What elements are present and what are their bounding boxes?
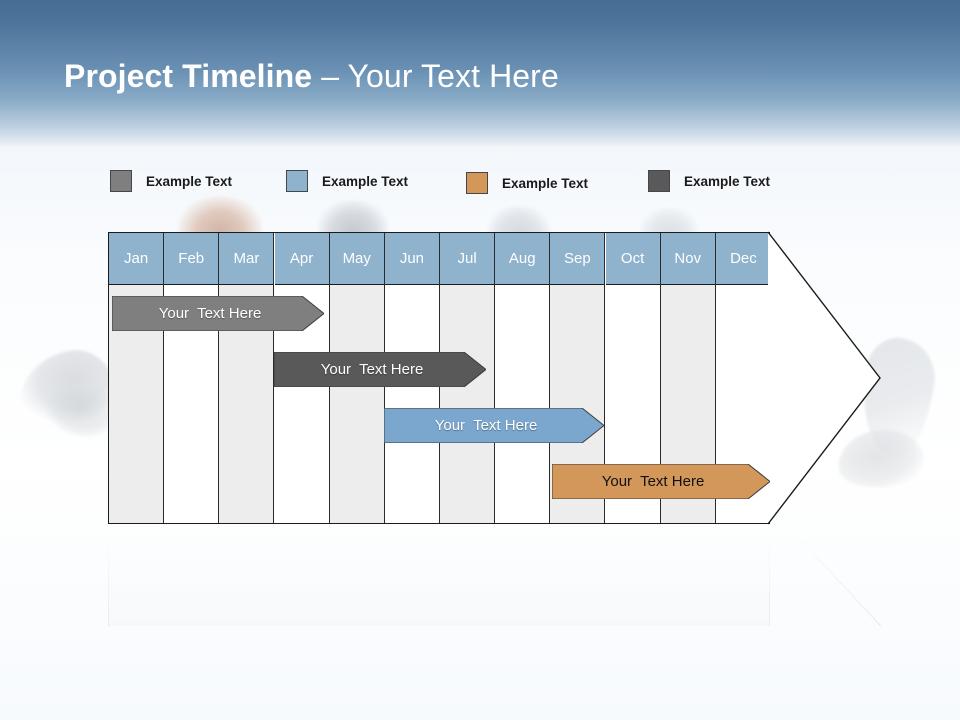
- timeline-bar-shape: [112, 296, 324, 331]
- timeline-arrow-point: [768, 231, 960, 525]
- timeline-column-feb[interactable]: Feb: [164, 233, 220, 523]
- timeline-column-aug[interactable]: Aug: [495, 233, 551, 523]
- month-header-oct[interactable]: Oct: [605, 233, 660, 285]
- legend-label: Example Text: [502, 175, 589, 191]
- legend-label: Example Text: [684, 173, 771, 189]
- page-title-light: Your Text Here: [347, 58, 559, 94]
- timeline-bar-shape: [274, 352, 486, 387]
- timeline-bar-shape: [384, 408, 604, 443]
- page-title-strong: Project Timeline: [64, 58, 313, 94]
- legend-item-1[interactable]: Example Text: [110, 170, 232, 192]
- month-header-apr[interactable]: Apr: [274, 233, 329, 285]
- legend-item-3[interactable]: Example Text: [466, 172, 588, 194]
- month-header-mar[interactable]: Mar: [219, 233, 274, 285]
- timeline-column-dec[interactable]: Dec: [715, 233, 769, 523]
- month-header-jul[interactable]: Jul: [440, 233, 495, 285]
- month-header-may[interactable]: May: [329, 233, 384, 285]
- month-header-jan[interactable]: Jan: [109, 233, 164, 285]
- legend-swatch-icon: [466, 172, 488, 194]
- timeline-bar-1[interactable]: Your Text Here: [112, 296, 324, 331]
- legend-label: Example Text: [322, 173, 409, 189]
- page-title-dash: –: [312, 58, 348, 94]
- legend-swatch-icon: [648, 170, 670, 192]
- timeline-bar-4[interactable]: Your Text Here: [552, 464, 770, 499]
- legend-swatch-icon: [286, 170, 308, 192]
- timeline-column-mar[interactable]: Mar: [219, 233, 275, 523]
- month-header-aug[interactable]: Aug: [495, 233, 550, 285]
- timeline-bar-3[interactable]: Your Text Here: [384, 408, 604, 443]
- month-header-jun[interactable]: Jun: [384, 233, 439, 285]
- timeline-bar-shape: [552, 464, 770, 499]
- page-title: Project Timeline – Your Text Here: [64, 58, 559, 95]
- month-header-nov[interactable]: Nov: [660, 233, 715, 285]
- timeline-column-oct[interactable]: Oct: [605, 233, 661, 523]
- legend-item-4[interactable]: Example Text: [648, 170, 770, 192]
- month-header-dec[interactable]: Dec: [715, 233, 769, 285]
- legend-swatch-icon: [110, 170, 132, 192]
- month-header-feb[interactable]: Feb: [164, 233, 219, 285]
- timeline-column-jan[interactable]: Jan: [109, 233, 165, 523]
- legend-label: Example Text: [146, 173, 233, 189]
- month-header-sep[interactable]: Sep: [550, 233, 605, 285]
- header-gradient-band: [0, 0, 960, 148]
- timeline-bar-2[interactable]: Your Text Here: [274, 352, 486, 387]
- legend-item-2[interactable]: Example Text: [286, 170, 408, 192]
